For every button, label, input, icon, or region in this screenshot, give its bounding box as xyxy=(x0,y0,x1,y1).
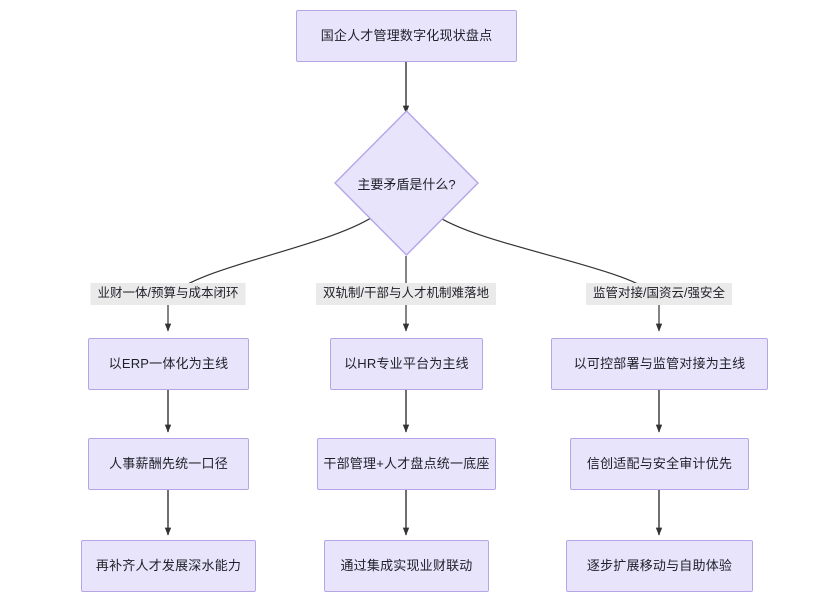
node-hr-step-3-label: 通过集成实现业财联动 xyxy=(340,557,473,573)
node-compliance-step-1[interactable]: 以可控部署与监管对接为主线 xyxy=(551,338,768,390)
node-root-label: 国企人才管理数字化现状盘点 xyxy=(320,27,493,43)
edge-label-branch-hr: 双轨制/干部与人才机制难落地 xyxy=(316,283,496,305)
edge-label-branch-compliance: 监管对接/国资云/强安全 xyxy=(586,283,732,305)
node-compliance-step-2[interactable]: 信创适配与安全审计优先 xyxy=(570,438,749,490)
node-hr-step-1[interactable]: 以HR专业平台为主线 xyxy=(330,338,483,390)
node-decision-label: 主要矛盾是什么? xyxy=(357,176,456,192)
node-erp-step-1-label: 以ERP一体化为主线 xyxy=(108,355,229,371)
edge-label-branch-erp: 业财一体/预算与成本闭环 xyxy=(90,283,246,305)
diamond-shape-icon xyxy=(334,110,479,256)
node-compliance-step-3[interactable]: 逐步扩展移动与自助体验 xyxy=(566,540,753,592)
node-hr-step-2[interactable]: 干部管理+人才盘点统一底座 xyxy=(317,438,496,490)
node-erp-step-2-label: 人事薪酬先统一口径 xyxy=(109,455,228,471)
node-hr-step-3[interactable]: 通过集成实现业财联动 xyxy=(324,540,489,592)
node-hr-step-1-label: 以HR专业平台为主线 xyxy=(344,355,469,371)
node-root[interactable]: 国企人才管理数字化现状盘点 xyxy=(296,10,517,62)
node-erp-step-3[interactable]: 再补齐人才发展深水能力 xyxy=(81,540,256,592)
node-hr-step-2-label: 干部管理+人才盘点统一底座 xyxy=(323,455,490,471)
node-compliance-step-3-label: 逐步扩展移动与自助体验 xyxy=(586,557,733,573)
node-decision[interactable]: 主要矛盾是什么? xyxy=(334,110,479,256)
node-erp-step-1[interactable]: 以ERP一体化为主线 xyxy=(88,338,249,390)
node-compliance-step-2-label: 信创适配与安全审计优先 xyxy=(586,455,733,471)
node-erp-step-2[interactable]: 人事薪酬先统一口径 xyxy=(88,438,249,490)
node-compliance-step-1-label: 以可控部署与监管对接为主线 xyxy=(573,355,746,371)
node-erp-step-3-label: 再补齐人才发展深水能力 xyxy=(95,557,242,573)
